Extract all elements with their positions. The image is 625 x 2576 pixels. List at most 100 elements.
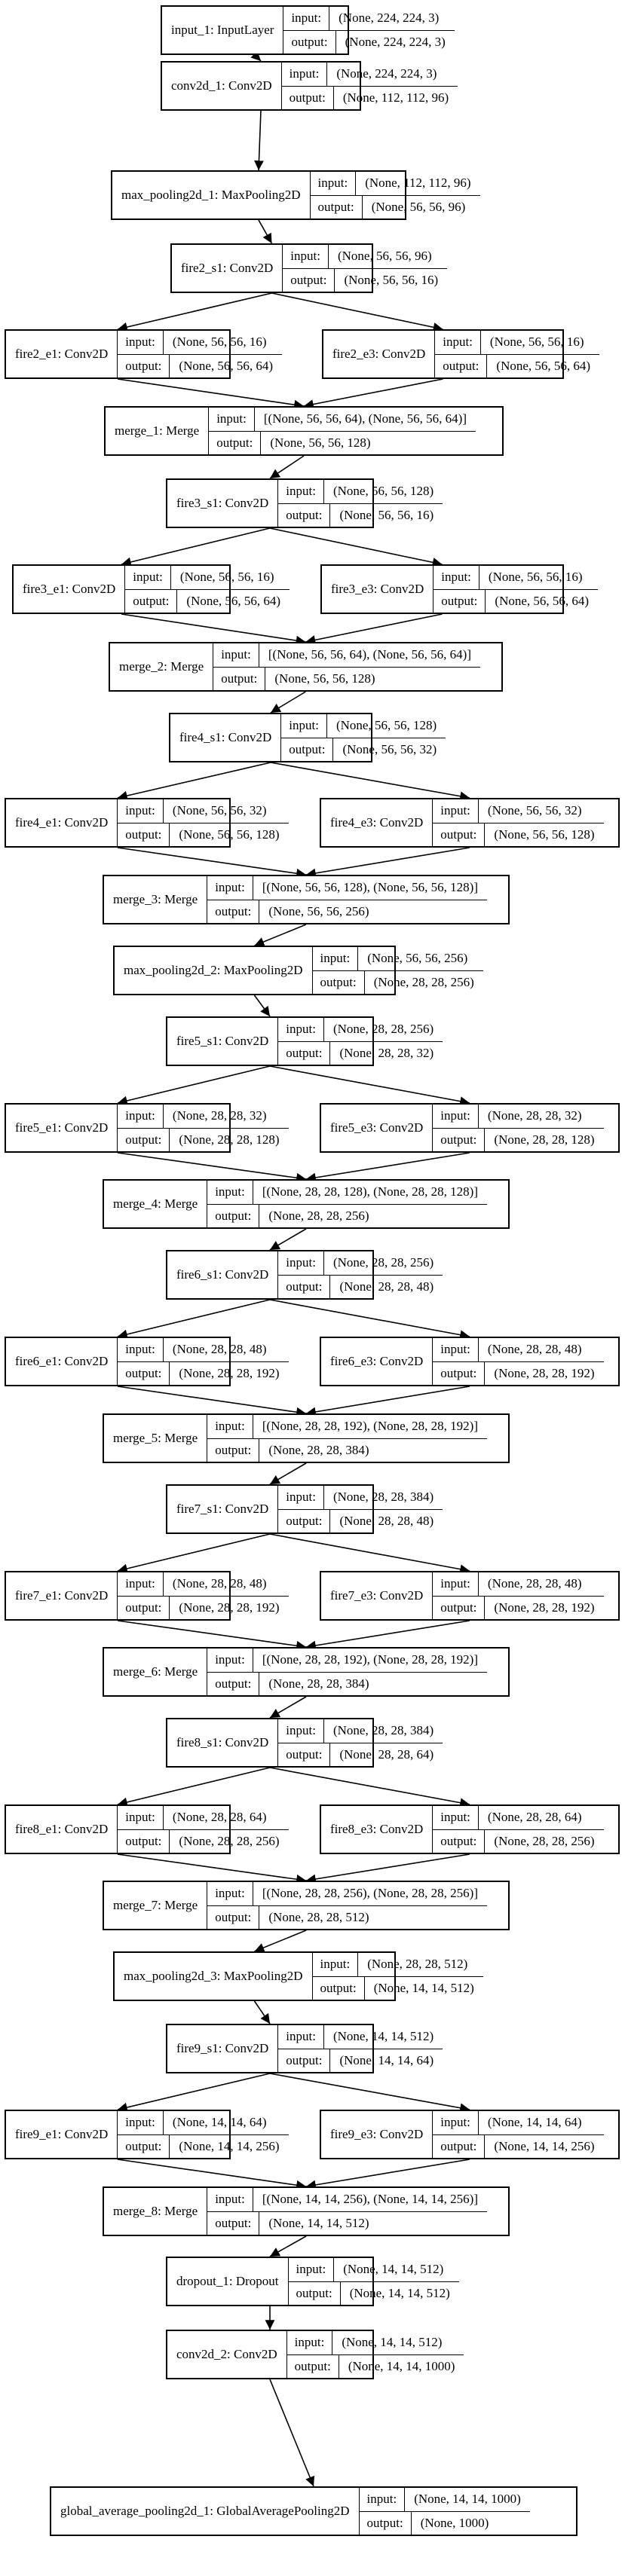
- output-row: output: (None, 224, 224, 3): [283, 29, 455, 53]
- layer-node-merge-4: merge_4: Merge input:[(None, 28, 28, 128)…: [103, 1179, 510, 1229]
- edge-arrow: [117, 1065, 271, 1106]
- input-label: input:: [281, 714, 327, 738]
- input-label: input:: [278, 480, 324, 503]
- output-shape: (None, 28, 28, 192): [179, 1365, 280, 1380]
- output-shape: (None, 56, 56, 128): [179, 827, 280, 842]
- edge-arrow: [117, 292, 272, 332]
- output-row: output:(None, 28, 28, 128): [118, 1127, 289, 1151]
- output-label: output:: [118, 354, 170, 377]
- output-row: output:(None, 28, 28, 192): [118, 1595, 289, 1619]
- input-row: input:(None, 224, 224, 3): [283, 7, 454, 30]
- edge-arrow: [305, 1386, 470, 1417]
- layer-shape-table: input:(None, 28, 28, 384)output:(None, 2…: [277, 1719, 443, 1766]
- layer-name: fire9_e3: Conv2D: [330, 2127, 424, 2141]
- output-shape: (None, 14, 14, 256): [179, 2138, 280, 2153]
- input-row: input:(None, 56, 56, 256): [313, 947, 483, 970]
- output-shape: (None, 224, 224, 3): [345, 34, 446, 49]
- edge-arrow: [117, 378, 305, 410]
- output-shape: (None, 28, 28, 64): [339, 1746, 434, 1762]
- output-row: output:(None, 14, 14, 512): [288, 2281, 459, 2305]
- output-label: output:: [278, 1275, 331, 1298]
- output-shape: (None, 56, 56, 64): [179, 358, 274, 373]
- layer-name: merge_4: Merge: [113, 1196, 198, 1211]
- edge-arrow: [269, 1228, 307, 1251]
- input-shape: (None, 56, 56, 16): [489, 335, 584, 350]
- output-row: output:(None, 56, 56, 128): [213, 666, 480, 690]
- output-shape: (None, 56, 56, 16): [344, 272, 439, 287]
- input-row: input:(None, 224, 224, 3): [282, 63, 458, 86]
- output-row: output:(None, 28, 28, 48): [278, 1508, 443, 1532]
- output-label: output:: [289, 2281, 341, 2305]
- output-row: output:(None, 1000): [359, 2510, 530, 2535]
- input-label: input:: [213, 643, 259, 667]
- output-shape: (None, 28, 28, 192): [494, 1600, 595, 1615]
- output-row: output:(None, 56, 56, 16): [283, 267, 448, 292]
- output-label: output:: [434, 589, 486, 613]
- layer-shape-table: input:(None, 56, 56, 16)output:(None, 56…: [434, 331, 600, 377]
- output-shape: (None, 28, 28, 48): [339, 1513, 434, 1528]
- input-row: input:(None, 28, 28, 48): [118, 1572, 288, 1596]
- input-row: input:(None, 28, 28, 48): [433, 1338, 603, 1361]
- layer-name: fire5_e3: Conv2D: [330, 1120, 424, 1135]
- input-row: input:[(None, 56, 56, 128), (None, 56, 5…: [207, 876, 487, 900]
- input-row: input:[(None, 14, 14, 256), (None, 14, 1…: [207, 2188, 487, 2211]
- layer-shape-table: input:(None, 56, 56, 96)output:(None, 56…: [282, 245, 448, 292]
- input-shape: [(None, 56, 56, 128), (None, 56, 56, 128…: [262, 880, 478, 895]
- input-shape: (None, 56, 56, 32): [172, 803, 267, 818]
- input-shape: (None, 28, 28, 384): [332, 1490, 434, 1505]
- edge-arrow: [117, 2159, 307, 2190]
- edge-arrow: [269, 455, 305, 479]
- input-row: input:(None, 28, 28, 512): [313, 1953, 483, 1976]
- edge-arrow: [269, 1462, 307, 1485]
- output-label: output:: [209, 431, 262, 454]
- output-label: output:: [313, 970, 365, 994]
- input-row: input:(None, 28, 28, 48): [433, 1572, 603, 1596]
- output-shape: (None, 112, 112, 96): [342, 90, 449, 105]
- input-shape: (None, 56, 56, 128): [335, 718, 437, 733]
- layer-shape-table: input:[(None, 56, 56, 64), (None, 56, 56…: [208, 408, 476, 454]
- output-row: output:(None, 56, 56, 32): [281, 737, 446, 761]
- output-label: output:: [118, 1361, 170, 1385]
- output-shape: (None, 14, 14, 512): [268, 2215, 369, 2230]
- output-row: output:(None, 28, 28, 256): [433, 1829, 604, 1853]
- output-shape: (None, 28, 28, 128): [494, 1132, 595, 1147]
- output-shape: (None, 28, 28, 32): [339, 1045, 434, 1060]
- edge-arrow: [117, 1299, 271, 1340]
- input-label: input:: [289, 2258, 335, 2281]
- input-label: input:: [278, 2025, 324, 2049]
- layer-name: max_pooling2d_1: MaxPooling2D: [121, 188, 301, 202]
- output-shape: (None, 28, 28, 192): [179, 1600, 280, 1615]
- layer-shape-table: input:(None, 28, 28, 256)output:(None, 2…: [277, 1018, 443, 1065]
- output-row: output:(None, 28, 28, 384): [207, 1671, 487, 1695]
- output-row: output:(None, 56, 56, 64): [434, 588, 599, 613]
- output-row: output:(None, 28, 28, 384): [207, 1438, 487, 1462]
- edge-arrow: [305, 613, 443, 645]
- layer-shape-table: input:(None, 28, 28, 64)output:(None, 28…: [432, 1806, 604, 1853]
- layer-shape-table: input:[(None, 28, 28, 128), (None, 28, 2…: [207, 1181, 487, 1227]
- output-row: output:(None, 14, 14, 64): [278, 2048, 443, 2072]
- edge-arrow: [258, 219, 273, 244]
- output-row: output:(None, 14, 14, 1000): [286, 2354, 464, 2378]
- output-label: output:: [207, 900, 260, 923]
- edge-arrow: [305, 847, 470, 879]
- output-row: output:(None, 14, 14, 512): [312, 1976, 483, 2000]
- output-row: output:(None, 28, 28, 48): [278, 1274, 443, 1298]
- input-label: input:: [283, 245, 329, 268]
- edge-arrow: [254, 110, 264, 171]
- output-label: output:: [283, 30, 336, 53]
- output-row: output:(None, 28, 28, 512): [207, 1905, 487, 1929]
- input-row: input:(None, 56, 56, 16): [434, 566, 598, 589]
- edge-arrow: [269, 1299, 470, 1340]
